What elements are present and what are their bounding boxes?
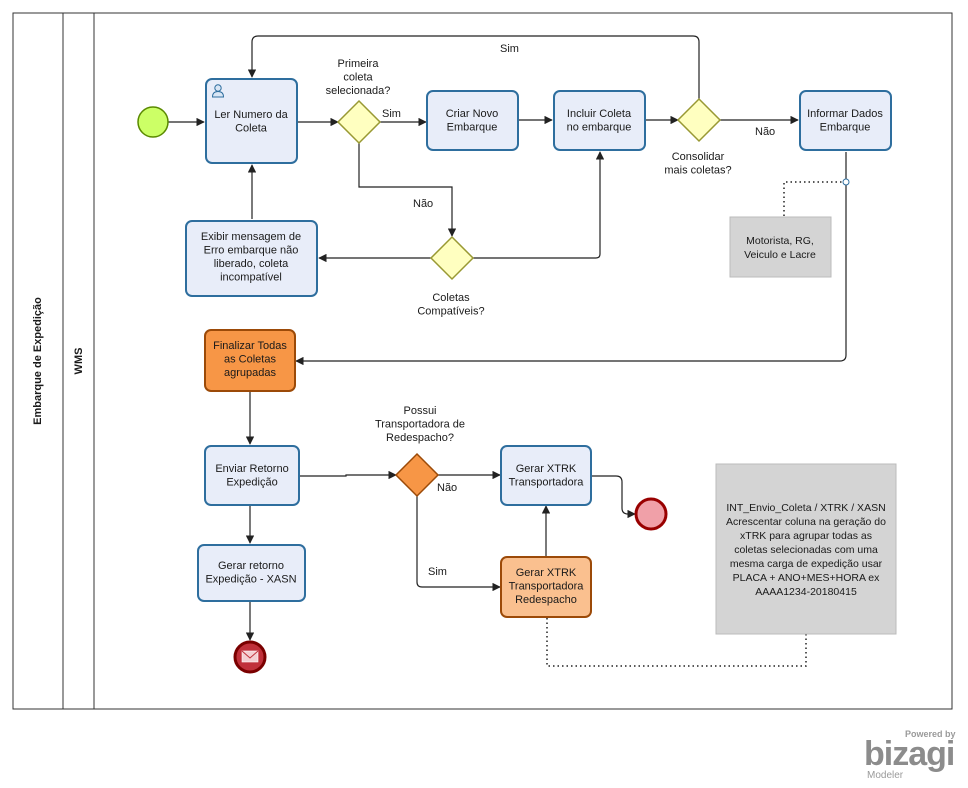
bizagi-logo: bizagi	[864, 735, 954, 773]
flow-label-nao-consolidar: Não	[755, 126, 775, 138]
modeler-text: Modeler	[867, 770, 904, 781]
envelope-icon	[241, 650, 259, 663]
powered-by-text: Powered by	[905, 729, 956, 739]
gateway-primeira-coleta[interactable]	[336, 99, 382, 145]
flow-transportadora-sim-to-redespacho	[416, 496, 501, 592]
associations	[546, 181, 846, 667]
flow-label-nao-primeira: Não	[413, 198, 433, 210]
flow-informar-to-finalizar	[295, 152, 847, 366]
bizagi-watermark: Powered by bizagi Modeler	[864, 729, 956, 781]
pool-label: Embarque de Expedição	[32, 297, 44, 425]
flow-label-sim-top: Sim	[500, 43, 519, 55]
flow-label-sim-transportadora: Sim	[428, 566, 447, 578]
lane-label: WMS	[73, 348, 85, 375]
flow-xtrk-to-end	[592, 475, 636, 519]
annotation-text: Motorista, RG,Veiculo e Lacre	[744, 235, 816, 261]
association-redespacho-int-envio	[546, 618, 807, 667]
message-end-event	[233, 640, 267, 674]
sequence-flows	[168, 35, 847, 641]
annotation-motorista: Motorista, RG,Veiculo e Lacre	[729, 216, 832, 278]
flow-enviar-to-transportadora	[300, 470, 397, 480]
gateway-coletas-compativeis[interactable]	[429, 235, 475, 281]
start-event	[137, 106, 169, 138]
gateway-consolidar[interactable]	[676, 97, 722, 143]
flow-label-sim-primeira: Sim	[382, 108, 401, 120]
user-icon	[211, 84, 225, 98]
flow-label-nao-transportadora: Não	[437, 482, 457, 494]
end-event	[634, 497, 668, 531]
association-anchor	[842, 178, 850, 186]
flow-primeira-nao-to-compativeis	[358, 143, 457, 237]
gateway-transportadora-redespacho[interactable]	[394, 452, 440, 498]
flow-compativeis-to-incluir	[473, 151, 605, 259]
flow-consolidar-sim-loop	[247, 35, 700, 101]
